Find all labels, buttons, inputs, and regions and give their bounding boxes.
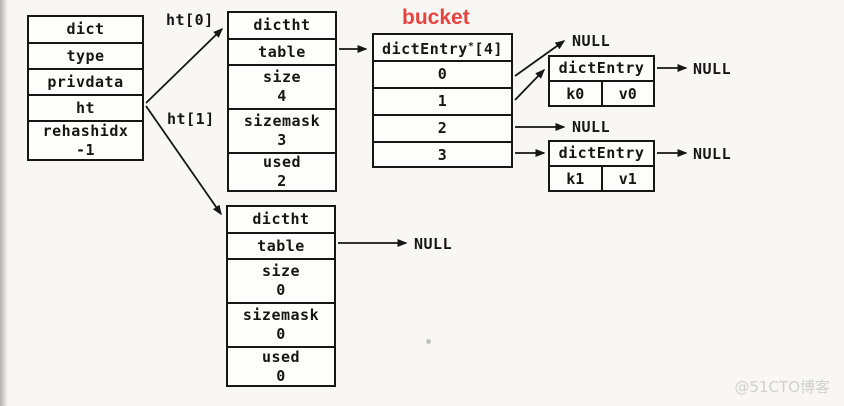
dictht0-box: dictht table size 4 sizemask 3 used 2 — [227, 11, 337, 192]
dict-rehashidx-row: rehashidx -1 — [29, 120, 142, 159]
null-label-table1: NULL — [414, 235, 453, 253]
bucket-slot-0: 0 — [374, 60, 511, 87]
dictentry0-key: k0 — [566, 84, 585, 103]
bucket-slot-2-label: 2 — [437, 119, 448, 137]
dictht0-sizemask-row: sizemask 3 — [229, 108, 335, 152]
bucket-caption: bucket — [402, 6, 470, 29]
dictentry0-title: dictEntry — [558, 59, 645, 77]
dictht0-size-label: size — [262, 68, 302, 86]
ht0-pointer-label: ht[0] — [166, 11, 214, 29]
dictht0-used-label: used — [262, 153, 302, 171]
dict-ht-row: ht — [29, 94, 142, 120]
dictht1-title-row: dictht — [228, 207, 334, 232]
dict-title-row: dict — [29, 17, 142, 42]
dictht0-title-row: dictht — [229, 13, 335, 38]
dict-rehashidx-value: -1 — [75, 140, 96, 159]
dictht1-used-value: 0 — [276, 366, 286, 385]
dictht0-used-value: 2 — [277, 172, 287, 190]
bucket-slot-3: 3 — [374, 141, 511, 168]
dictentry0-value: v0 — [600, 82, 654, 105]
bucket-slot-0-label: 0 — [437, 65, 448, 83]
dictentry1-title: dictEntry — [558, 144, 645, 162]
dictentry0-kv-row: k0 v0 — [550, 80, 653, 105]
dictht0-table-label: table — [258, 42, 306, 61]
dictht1-used-row: used 0 — [228, 346, 334, 385]
dict-ht-label: ht — [75, 98, 96, 117]
null-label-entry0: NULL — [693, 60, 732, 78]
dictht1-size-row: size 0 — [228, 258, 334, 302]
dict-rehashidx-label: rehashidx — [42, 121, 129, 140]
dictht0-size-value: 4 — [277, 87, 287, 105]
dictht1-size-value: 0 — [276, 281, 286, 299]
dictentry0-title-row: dictEntry — [550, 57, 653, 80]
bucket-header: dictEntry*[4] — [382, 39, 503, 58]
dictht1-title: dictht — [252, 210, 310, 228]
bucket-slot-2: 2 — [374, 114, 511, 141]
dictht0-sizemask-label: sizemask — [243, 112, 321, 130]
bucket-slot-3-label: 3 — [437, 146, 448, 164]
dictht1-table-row: table — [228, 232, 334, 258]
null-label-slot2: NULL — [572, 118, 611, 136]
bucket-array-box: dictEntry*[4] 0 1 2 3 — [372, 33, 513, 168]
dictht0-table-row: table — [229, 38, 335, 64]
dictht0-sizemask-value: 3 — [277, 131, 287, 149]
null-label-slot0: NULL — [572, 32, 611, 50]
dictht0-used-row: used 2 — [229, 152, 335, 190]
dictht1-sizemask-value: 0 — [276, 325, 286, 343]
dict-privdata-label: privdata — [47, 72, 124, 91]
dictentry1-box: dictEntry k1 v1 — [548, 140, 655, 192]
dictentry1-title-row: dictEntry — [550, 142, 653, 165]
dict-type-row: type — [29, 42, 142, 68]
ht1-pointer-label: ht[1] — [167, 110, 215, 128]
bucket-header-row: dictEntry*[4] — [374, 35, 511, 60]
bucket-slot-1: 1 — [374, 87, 511, 114]
arrow-slot1-to-entry0 — [514, 68, 546, 101]
dictht1-sizemask-label: sizemask — [242, 306, 320, 324]
dict-title: dict — [66, 20, 105, 38]
dictht1-size-label: size — [261, 262, 301, 280]
dictentry1-key: k1 — [566, 169, 585, 188]
bucket-slot-1-label: 1 — [437, 92, 448, 110]
dictht1-sizemask-row: sizemask 0 — [228, 302, 334, 346]
scan-edge — [0, 0, 8, 406]
dictht1-box: dictht table size 0 sizemask 0 used 0 — [226, 205, 336, 387]
dict-type-label: type — [66, 46, 105, 65]
cursor-artifact-dot — [426, 339, 431, 344]
dictht0-size-row: size 4 — [229, 64, 335, 108]
null-label-entry1: NULL — [693, 145, 732, 163]
arrow-ht0 — [145, 27, 224, 104]
watermark: @51CTO博客 — [734, 378, 830, 396]
dictht1-table-label: table — [257, 236, 305, 255]
dict-privdata-row: privdata — [29, 68, 142, 94]
dictht0-title: dictht — [253, 16, 311, 34]
dictentry1-value: v1 — [600, 167, 654, 190]
dictentry0-box: dictEntry k0 v0 — [548, 55, 655, 107]
dictentry1-kv-row: k1 v1 — [550, 165, 653, 190]
dict-box: dict type privdata ht rehashidx -1 — [27, 15, 144, 161]
dictht1-used-label: used — [261, 347, 301, 366]
